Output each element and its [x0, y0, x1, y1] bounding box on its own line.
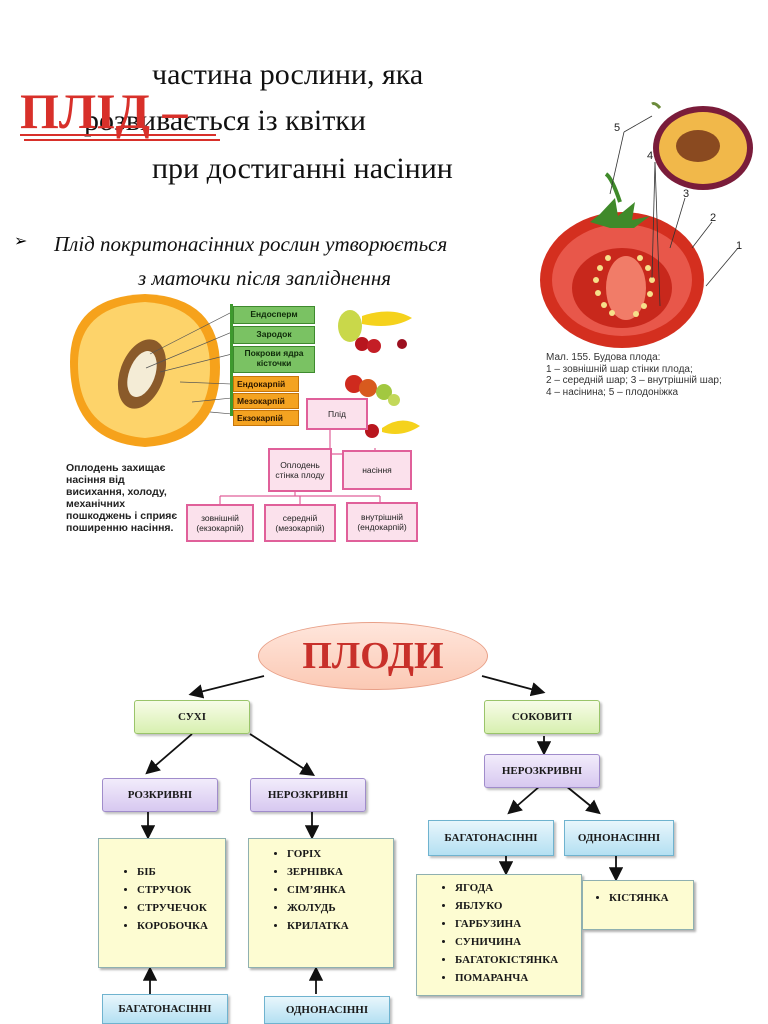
tomato-caption-line: Мал. 155. Будова плода: — [546, 352, 661, 363]
tree-leaf-inner: внутрішній (ендокарпій) — [346, 502, 418, 542]
list-item: СІМ’ЯНКА — [287, 881, 393, 899]
label-embryo: Зародок — [233, 326, 315, 344]
label-endosperm: Ендосперм — [233, 306, 315, 324]
list-item: КРИЛАТКА — [287, 917, 393, 935]
dry-fruits-node: СУХІ — [134, 700, 250, 734]
peach-caption-line: Оплодень захищає — [66, 462, 166, 474]
definition-line-3: при достиганні насінин — [152, 152, 453, 185]
title-underline-2 — [24, 139, 220, 141]
peach-caption-line: механічних — [66, 498, 126, 510]
peach-caption-line: висихання, холоду, — [66, 486, 167, 498]
tree-root-fruit: Плід — [306, 398, 368, 430]
fruit-decoration — [338, 310, 420, 438]
one-seeded-juicy-node: ОДНОНАСІННІ — [564, 820, 674, 856]
indehiscent-list-box: ГОРІХ ЗЕРНІВКА СІМ’ЯНКА ЖОЛУДЬ КРИЛАТКА — [248, 838, 394, 968]
tree-seed: насіння — [342, 450, 412, 490]
bullet-arrow-icon: ➢ — [14, 233, 28, 250]
tomato-stalk — [604, 172, 622, 203]
bullet-text-line-1: Плід покритонасінних рослин утворюється — [54, 232, 448, 256]
list-item: СУНИЧИНА — [455, 933, 581, 951]
indehiscent-juicy-node: НЕРОЗКРИВНІ — [484, 754, 600, 788]
peach-caption-line: насіння від — [66, 474, 125, 486]
tomato-caption-line: 1 – зовнішній шар стінки плода; — [546, 363, 693, 375]
dehiscent-node: РОЗКРИВНІ — [102, 778, 218, 812]
tomato-core — [606, 256, 646, 320]
list-item: ЯГОДА — [455, 879, 581, 897]
tomato-caption-line: 2 – середній шар; 3 – внутрішній шар; — [546, 375, 722, 386]
list-item: СТРУЧЕЧОК — [137, 899, 225, 917]
tree-pericarp: Оплодень стінка плоду — [268, 448, 332, 492]
list-item: ГАРБУЗИНА — [455, 915, 581, 933]
peach-caption: Оплодень захищає насіння від висихання, … — [66, 462, 186, 534]
tree-leaf-outer: зовнішній (екзокарпій) — [186, 504, 254, 542]
fruits-root-node: ПЛОДИ — [258, 622, 488, 690]
peach-illustration — [70, 294, 230, 447]
list-item: КІСТЯНКА — [609, 889, 693, 907]
tree-leaf-middle: середній (мезокарпій) — [264, 504, 336, 542]
plum-stalk — [651, 102, 662, 109]
tomato-sepals — [590, 198, 650, 228]
list-item: ЯБЛУКО — [455, 897, 581, 915]
indehiscent-dry-node: НЕРОЗКРИВНІ — [250, 778, 366, 812]
list-item: ПОМАРАНЧА — [455, 969, 581, 987]
list-item: ЖОЛУДЬ — [287, 899, 393, 917]
definition-line-2: розвивається із квітки — [84, 104, 366, 137]
label-number-5: 5 — [614, 122, 621, 134]
green-bracket — [230, 304, 233, 416]
label-endocarp: Ендокарпій — [233, 376, 299, 392]
juicy-fruits-node: СОКОВИТІ — [484, 700, 600, 734]
list-item: БІБ — [137, 863, 225, 881]
dehiscent-list-box: БІБ СТРУЧОК СТРУЧЕЧОК КОРОБОЧКА — [98, 838, 226, 968]
label-exocarp: Екзокарпій — [233, 410, 299, 426]
list-item: КОРОБОЧКА — [137, 917, 225, 935]
peach-caption-line: поширенню насіння. — [66, 522, 174, 534]
list-item: ЗЕРНІВКА — [287, 863, 393, 881]
fruits-root-label: ПЛОДИ — [302, 635, 444, 677]
plid-title: ПЛІД – — [20, 83, 188, 139]
label-mesocarp: Мезокарпій — [233, 393, 299, 409]
one-seeded-list-box: КІСТЯНКА — [582, 880, 694, 930]
peach-seed — [127, 351, 157, 397]
bottom-many-seeded-node: БАГАТОНАСІННІ — [102, 994, 228, 1024]
tomato-caption: Мал. 155. Будова плода: 1 – зовнішній ша… — [546, 352, 760, 398]
tomato-plum-illustration — [540, 102, 753, 348]
peach-caption-line: пошкоджень і сприяє — [66, 510, 178, 522]
label-number-2: 2 — [710, 212, 717, 224]
many-seeded-juicy-node: БАГАТОНАСІННІ — [428, 820, 554, 856]
flowchart-arrows — [140, 675, 624, 994]
bullet-text-line-2: з маточки після запліднення — [138, 266, 392, 290]
many-seeded-list-box: ЯГОДА ЯБЛУКО ГАРБУЗИНА СУНИЧИНА БАГАТОКІ… — [416, 874, 582, 996]
label-number-1: 1 — [736, 240, 743, 252]
plum-stone — [676, 130, 720, 162]
tomato-seeds — [593, 255, 655, 317]
list-item: СТРУЧОК — [137, 881, 225, 899]
label-stone-cover: Покрови ядра кісточки — [233, 346, 315, 373]
list-item: БАГАТОКІСТЯНКА — [455, 951, 581, 969]
list-item: ГОРІХ — [287, 845, 393, 863]
label-number-3: 3 — [683, 188, 690, 200]
bottom-one-seeded-node: ОДНОНАСІННІ — [264, 996, 390, 1024]
tomato-caption-line: 4 – насінина; 5 – плодоніжка — [546, 386, 679, 398]
label-number-4: 4 — [647, 150, 654, 162]
definition-line-1: частина рослини, яка — [152, 58, 424, 91]
title-underline — [20, 134, 216, 136]
